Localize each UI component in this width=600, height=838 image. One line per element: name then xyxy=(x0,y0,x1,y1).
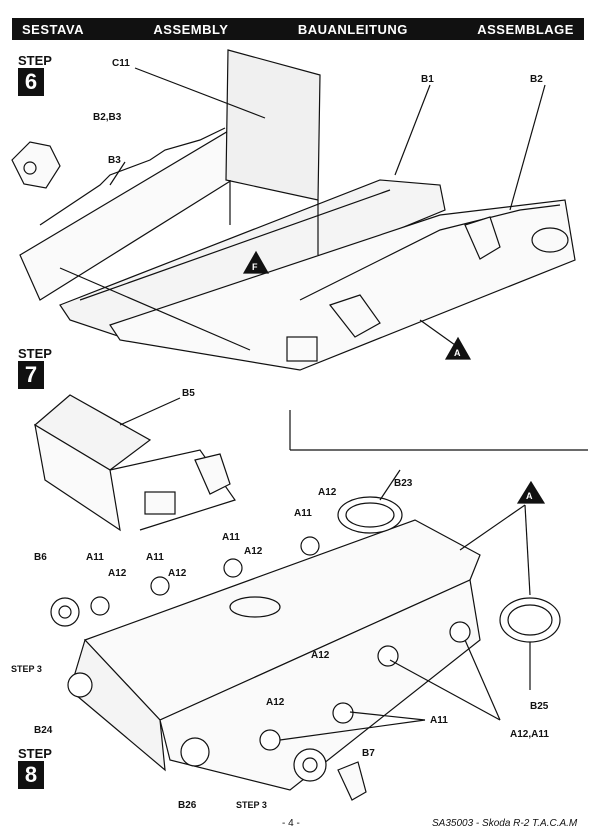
label-b23: B23 xyxy=(394,478,413,489)
label-a11-3: A11 xyxy=(146,552,164,563)
product-code: SA35003 - Skoda R-2 T.A.C.A.M xyxy=(432,818,578,829)
step-8-label: STEP xyxy=(18,746,52,761)
label-b26: B26 xyxy=(178,800,197,811)
step-7-number: 7 xyxy=(18,361,44,389)
label-a12-top: A12 xyxy=(318,487,337,498)
label-a11-1: A11 xyxy=(294,508,312,519)
f-marker-triangle xyxy=(242,250,270,274)
step-8-number: 8 xyxy=(18,761,44,789)
a-marker-triangle-step6 xyxy=(444,336,472,360)
a-marker-triangle-step8 xyxy=(516,480,546,504)
header-bar: SESTAVA ASSEMBLY BAUANLEITUNG ASSEMBLAGE xyxy=(12,18,584,40)
label-a12-a11: A12,A11 xyxy=(510,729,549,740)
label-b6: B6 xyxy=(34,552,47,563)
step8-hull-drawing xyxy=(50,469,561,801)
step-7-label: STEP xyxy=(18,346,52,361)
label-a-step8: A xyxy=(526,491,533,501)
label-a12-low: A12 xyxy=(266,697,285,708)
step-6-label: STEP xyxy=(18,53,52,68)
step-6-marker: STEP 6 xyxy=(18,54,52,96)
header-bauanleitung: BAUANLEITUNG xyxy=(297,21,408,37)
label-a12-2: A12 xyxy=(244,546,263,557)
header-assembly: ASSEMBLY xyxy=(153,21,229,37)
label-b5: B5 xyxy=(182,388,195,399)
step-8-marker: STEP 8 xyxy=(18,747,52,789)
step-6-number: 6 xyxy=(18,68,44,96)
label-b3: B3 xyxy=(108,155,121,166)
label-b2: B2 xyxy=(530,74,543,85)
label-b2-b3: B2,B3 xyxy=(93,112,122,123)
label-f: F xyxy=(252,262,258,272)
label-step3-bottom: STEP 3 xyxy=(236,800,267,810)
header-assemblage: ASSEMBLAGE xyxy=(477,21,574,37)
label-b7: B7 xyxy=(362,748,375,759)
label-a11-2: A11 xyxy=(222,532,240,543)
step-7-marker: STEP 7 xyxy=(18,347,52,389)
label-a12-mid: A12 xyxy=(311,650,330,661)
label-step3-left: STEP 3 xyxy=(11,664,42,674)
step7-rear-drawing xyxy=(33,394,236,532)
page-number: - 4 - xyxy=(282,818,300,829)
step6-hull-drawing xyxy=(11,49,576,371)
label-b24: B24 xyxy=(34,725,53,736)
header-sestava: SESTAVA xyxy=(22,21,85,37)
label-c11: C11 xyxy=(112,58,130,69)
label-b25: B25 xyxy=(530,701,549,712)
label-a11-4: A11 xyxy=(86,552,104,563)
label-a-step6: A xyxy=(454,348,461,358)
label-a12-4: A12 xyxy=(108,568,127,579)
label-a12-3: A12 xyxy=(168,568,187,579)
label-b1: B1 xyxy=(421,74,434,85)
label-a11-right: A11 xyxy=(430,715,448,726)
